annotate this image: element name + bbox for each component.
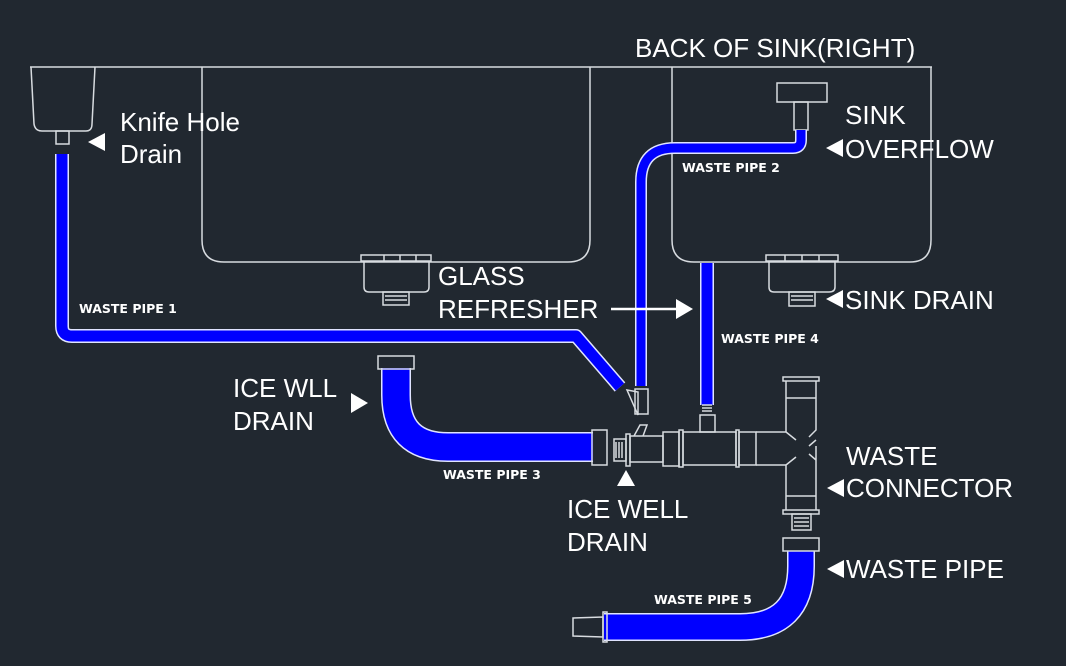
waste-connector-label-1: WASTE bbox=[846, 441, 937, 471]
waste-pipe-arrow-icon bbox=[827, 560, 844, 578]
waste-connector-label-2: CONNECTOR bbox=[846, 473, 1013, 503]
knife-hole-label-1: Knife Hole bbox=[120, 107, 240, 137]
waste-pipe-1 bbox=[56, 154, 625, 391]
ice-well-arrow-icon bbox=[617, 470, 635, 486]
sink-drain bbox=[765, 254, 839, 307]
waste-pipe-4-label: WASTE PIPE 4 bbox=[721, 331, 819, 346]
knife-hole-label-2: Drain bbox=[120, 139, 182, 169]
waste-pipe-label: WASTE PIPE bbox=[846, 554, 1004, 584]
glass-refresher-drain bbox=[360, 254, 432, 306]
glass-refresher-valve bbox=[625, 389, 639, 416]
pipe-5-end bbox=[572, 616, 604, 638]
ice-wll-label-2: DRAIN bbox=[233, 406, 314, 436]
diagram-title: BACK OF SINK(RIGHT) bbox=[635, 33, 915, 63]
glass-refresher-arrow-icon bbox=[676, 299, 693, 319]
sink-overflow-label-1: SINK bbox=[845, 100, 906, 130]
waste-pipe-2-label: WASTE PIPE 2 bbox=[682, 160, 780, 175]
right-sink-basin bbox=[671, 67, 932, 263]
pipe-5-cap bbox=[782, 537, 820, 552]
waste-connector-arrow-icon bbox=[827, 479, 844, 497]
knife-hole-outlet bbox=[55, 130, 70, 145]
sink-drain-label: SINK DRAIN bbox=[845, 285, 994, 315]
glass-refresher-label-2: REFRESHER bbox=[438, 294, 598, 324]
waste-pipe-3 bbox=[382, 368, 593, 461]
ice-well-cap bbox=[377, 355, 415, 370]
pipe-2-fitting bbox=[634, 388, 649, 415]
waste-pipe-3-label: WASTE PIPE 3 bbox=[443, 467, 541, 482]
waste-pipe-1-outline bbox=[55, 154, 626, 392]
glass-refresher-label-1: GLASS bbox=[438, 261, 525, 291]
waste-connector bbox=[756, 376, 820, 531]
pipe-5-collar bbox=[602, 611, 608, 643]
knife-hole-arrow-icon bbox=[88, 133, 105, 151]
overflow-stem bbox=[793, 101, 809, 131]
ice-wll-label-1: ICE WLL bbox=[233, 373, 337, 403]
waste-pipe-1-label: WASTE PIPE 1 bbox=[79, 301, 177, 316]
waste-pipe-5-label: WASTE PIPE 5 bbox=[654, 592, 752, 607]
ice-well-fitting bbox=[613, 414, 757, 468]
ice-well-label-1: ICE WELL bbox=[567, 494, 688, 524]
knife-hole-box bbox=[30, 66, 96, 132]
waste-pipe-2 bbox=[636, 130, 806, 386]
overflow-cap bbox=[776, 82, 828, 103]
sink-overflow-label-2: OVERFLOW bbox=[845, 134, 994, 164]
ice-wll-arrow-icon bbox=[351, 393, 368, 413]
left-sink-basin bbox=[201, 67, 591, 263]
ice-well-label-2: DRAIN bbox=[567, 527, 648, 557]
waste-pipe-5 bbox=[604, 551, 814, 640]
overflow-arrow-icon bbox=[826, 139, 843, 157]
pipe-4-thread bbox=[702, 404, 712, 412]
sink-drain-arrow-icon bbox=[826, 290, 843, 308]
pipe-3-coupling bbox=[591, 429, 608, 466]
